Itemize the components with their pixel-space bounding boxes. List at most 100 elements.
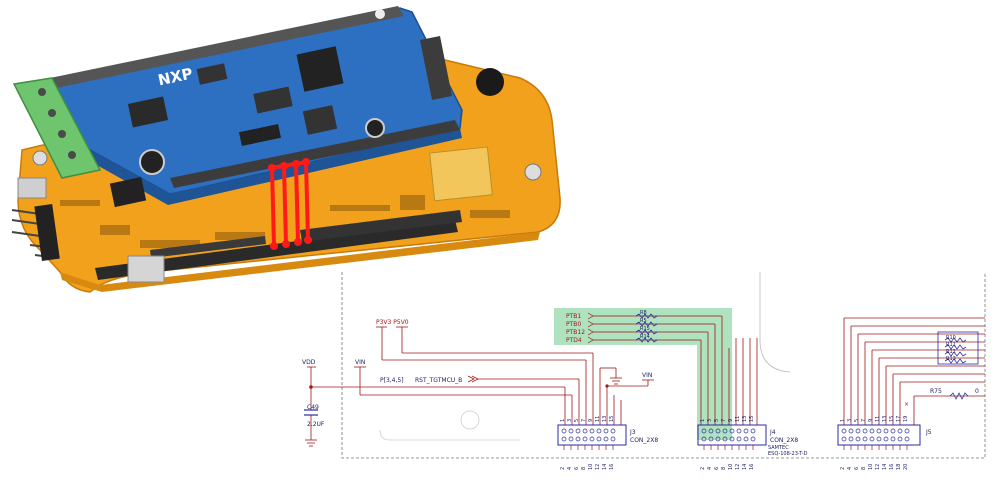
pin-pad — [890, 428, 896, 434]
net-p-ref: P[3,4,5] — [380, 377, 404, 384]
r-label: R10 — [946, 335, 956, 341]
pin-number: 6 — [854, 467, 860, 470]
pin-pad — [589, 436, 595, 442]
r-label: R15 — [640, 326, 650, 332]
pin-pad — [862, 436, 868, 442]
net-rst: RST_TGTMCU_B — [415, 377, 462, 384]
p3v3-wires — [376, 326, 594, 425]
pin-pad — [582, 436, 588, 442]
terminal-block — [12, 77, 102, 179]
pin-pad — [876, 428, 882, 434]
j5-wires — [843, 317, 985, 425]
pin-pad — [848, 436, 854, 442]
pin-pad — [904, 428, 910, 434]
net-vin-left: VIN — [355, 359, 365, 366]
j4-value: CON_2X8 — [770, 437, 798, 444]
pin-pad — [596, 428, 602, 434]
pin-pad — [869, 436, 875, 442]
pin-number: 3 — [567, 419, 573, 422]
pin-pad — [582, 428, 588, 434]
pin-pad — [603, 428, 609, 434]
pin-pad — [575, 436, 581, 442]
terminal-screws — [38, 88, 76, 159]
pin-number: 1 — [700, 419, 706, 422]
resistor-labels-mid: R8 R5 R15 R14 — [640, 310, 650, 340]
pin-number: 16 — [609, 464, 615, 470]
pin-pad — [883, 436, 889, 442]
pin-pad — [876, 436, 882, 442]
pin-pad — [561, 436, 567, 442]
base-board-components — [60, 195, 510, 248]
pin-number: 8 — [861, 467, 867, 470]
r-label: R12 — [946, 349, 956, 355]
pin-number: 11 — [735, 416, 741, 422]
pin-number: 2 — [560, 467, 566, 470]
board-photo: NXP — [11, 6, 561, 293]
pin-number: 9 — [588, 419, 594, 422]
pin-pad — [904, 436, 910, 442]
pin-number: 8 — [581, 467, 587, 470]
rst-arrow — [467, 375, 479, 383]
pin-pad — [722, 428, 728, 434]
pin-pad — [729, 436, 735, 442]
buzzer — [476, 68, 504, 96]
pin-number: 13 — [742, 416, 748, 422]
pin-pad — [883, 428, 889, 434]
pin-number: 14 — [742, 464, 748, 470]
pin-pad — [736, 428, 742, 434]
pin-number: 6 — [714, 467, 720, 470]
pin-pad — [561, 428, 567, 434]
outline-curve — [759, 272, 791, 373]
j5-ref: J5 — [925, 429, 932, 436]
r75-ref: R75 — [930, 388, 942, 395]
pin-number: 7 — [581, 419, 587, 422]
net-vdd: VDD — [302, 359, 316, 366]
base-board-edge — [60, 232, 540, 292]
board-outline — [341, 272, 986, 459]
usb-connector-2 — [127, 255, 165, 283]
j3-ref: J3 — [629, 429, 636, 436]
mounting-hole — [460, 410, 480, 430]
pin-number: 11 — [595, 416, 601, 422]
pin-pad — [708, 436, 714, 442]
shield-headers — [50, 6, 460, 188]
pin-number: 10 — [728, 464, 734, 470]
j3-value: CON_2X8 — [630, 437, 658, 444]
net-ptb12: PTB12 — [566, 329, 585, 336]
pin-pad — [610, 428, 616, 434]
pin-number: 7 — [721, 419, 727, 422]
connector-j5 — [837, 424, 921, 446]
pin-pad — [603, 436, 609, 442]
pin-number: 16 — [749, 464, 755, 470]
pin-number: 9 — [868, 419, 874, 422]
pin-pad — [855, 436, 861, 442]
resistor-array-right — [937, 331, 979, 365]
vin-left-wire — [354, 366, 573, 425]
pin-number: 15 — [749, 416, 755, 422]
j4-ref: J4 — [769, 429, 776, 436]
pin-number: 12 — [735, 464, 741, 470]
pin-pad — [743, 428, 749, 434]
pin-number: 17 — [896, 416, 902, 422]
shield-components — [109, 9, 385, 208]
pin-pad — [610, 436, 616, 442]
pin-pad — [708, 428, 714, 434]
pin-number: 12 — [875, 464, 881, 470]
gnd-vin-wires — [599, 367, 654, 425]
r-label: R5 — [640, 318, 647, 324]
pin-number: 16 — [889, 464, 895, 470]
pin-pad — [715, 428, 721, 434]
pin-number: 14 — [882, 464, 888, 470]
pin-number: 7 — [861, 419, 867, 422]
pin-number: 5 — [854, 419, 860, 422]
pin-number: 6 — [574, 467, 580, 470]
pin-number: 14 — [602, 464, 608, 470]
r75-value: 0 — [975, 388, 979, 395]
ptb-wires — [593, 315, 723, 425]
pin-number: 4 — [847, 467, 853, 470]
schematic: VDD C49 2.2UF VIN P3V3 P5V0 P[3,4,5] RST… — [302, 272, 986, 470]
pin-number: 10 — [588, 464, 594, 470]
highlight-area — [554, 308, 732, 440]
pin-pad — [750, 428, 756, 434]
